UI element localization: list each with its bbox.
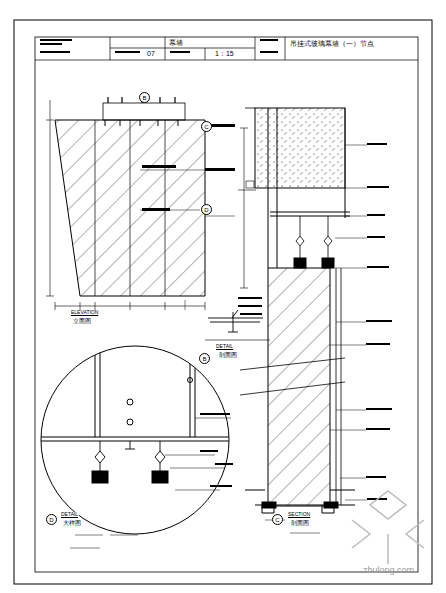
- title-block-cell: 07: [146, 50, 156, 58]
- callout-circle: B: [139, 92, 150, 103]
- view-label: 立面图: [72, 318, 92, 325]
- view-label: DETAIL: [215, 344, 234, 350]
- callout-letter: B: [202, 356, 206, 362]
- callout-letter: C: [204, 124, 208, 130]
- watermark: zhulong.com: [362, 566, 415, 576]
- title-block-cell: 1：15: [214, 50, 235, 58]
- callout-circle: C: [272, 514, 283, 525]
- watermark-logo: [352, 491, 424, 564]
- view-label: DETAIL: [60, 512, 79, 518]
- callout-circle: D: [46, 514, 57, 525]
- view-label: 剖面图: [218, 352, 238, 359]
- view-label: ELEVATION: [70, 310, 99, 316]
- callout-circle: D: [201, 204, 212, 215]
- drawing-title: 吊挂式玻璃幕墙（一）节点: [289, 40, 375, 48]
- callout-letter: D: [49, 517, 53, 523]
- title-block-cell: 幕墙: [168, 39, 184, 47]
- callout-letter: C: [275, 517, 279, 523]
- callout-circle: B: [199, 353, 210, 364]
- callout-circle: C: [201, 121, 212, 132]
- view-label: 剖面图: [290, 520, 310, 527]
- view-label: SECTION: [287, 512, 311, 518]
- callout-letter: B: [142, 95, 146, 101]
- view-label: 大样图: [62, 520, 82, 527]
- callout-letter: D: [204, 207, 208, 213]
